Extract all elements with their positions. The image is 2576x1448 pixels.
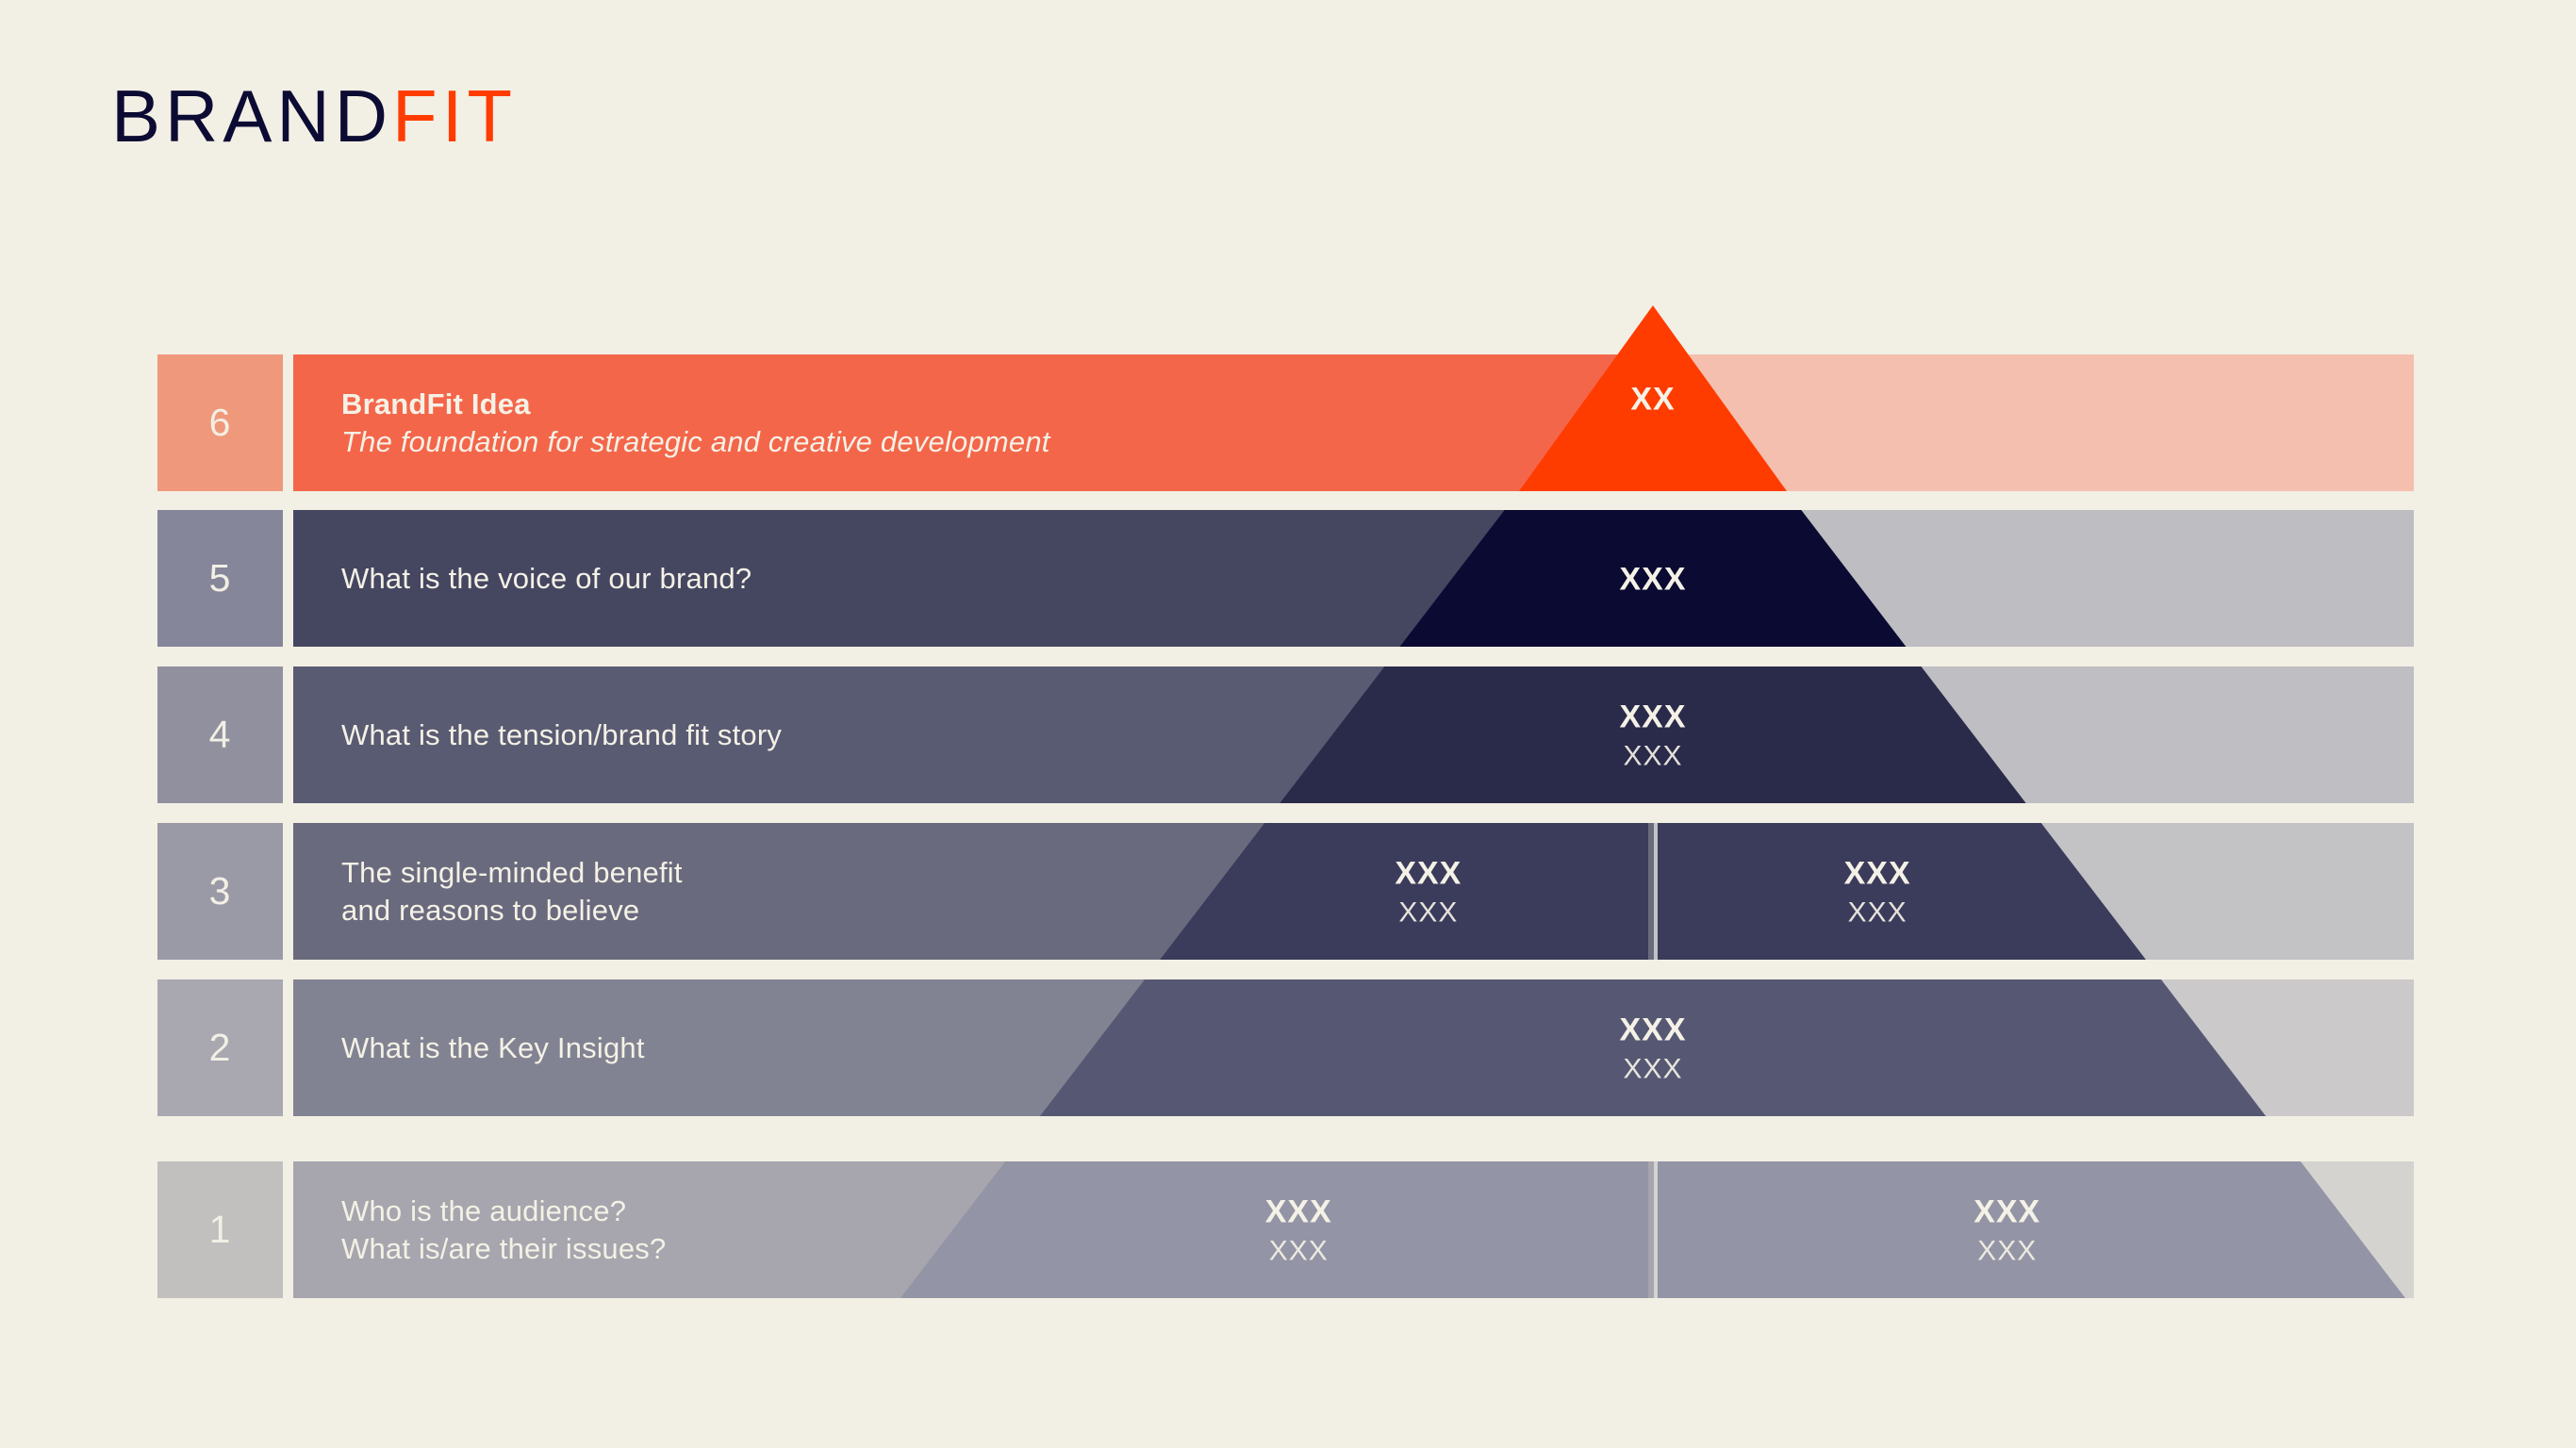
row-number-badge-3: 3 xyxy=(157,823,283,960)
row-number-badge-2: 2 xyxy=(157,979,283,1116)
logo-fit-text: FIT xyxy=(392,74,518,157)
level-3-right[interactable] xyxy=(1658,823,2146,960)
level-1-left[interactable] xyxy=(900,1161,1648,1298)
row-number-badge-4: 4 xyxy=(157,666,283,803)
level-3-left[interactable] xyxy=(1160,823,1648,960)
row-bar-right-segment-6 xyxy=(1654,354,2414,491)
level-2[interactable] xyxy=(1039,979,2267,1116)
row-number-badge-5: 5 xyxy=(157,510,283,647)
level-1-right[interactable] xyxy=(1658,1161,2405,1298)
row-number-badge-6: 6 xyxy=(157,354,283,491)
logo-brand-text: BRAND xyxy=(111,74,393,157)
level-6-apex[interactable] xyxy=(1519,305,1787,491)
level-5[interactable] xyxy=(1399,510,1907,647)
row-number-badge-1: 1 xyxy=(157,1161,283,1298)
level-4[interactable] xyxy=(1280,666,2026,803)
brandfit-logo: BRANDFIT xyxy=(111,79,517,153)
row-bar-left-segment-6 xyxy=(293,354,1654,491)
row-bar-5: What is the voice of our brand? xyxy=(293,510,2414,647)
